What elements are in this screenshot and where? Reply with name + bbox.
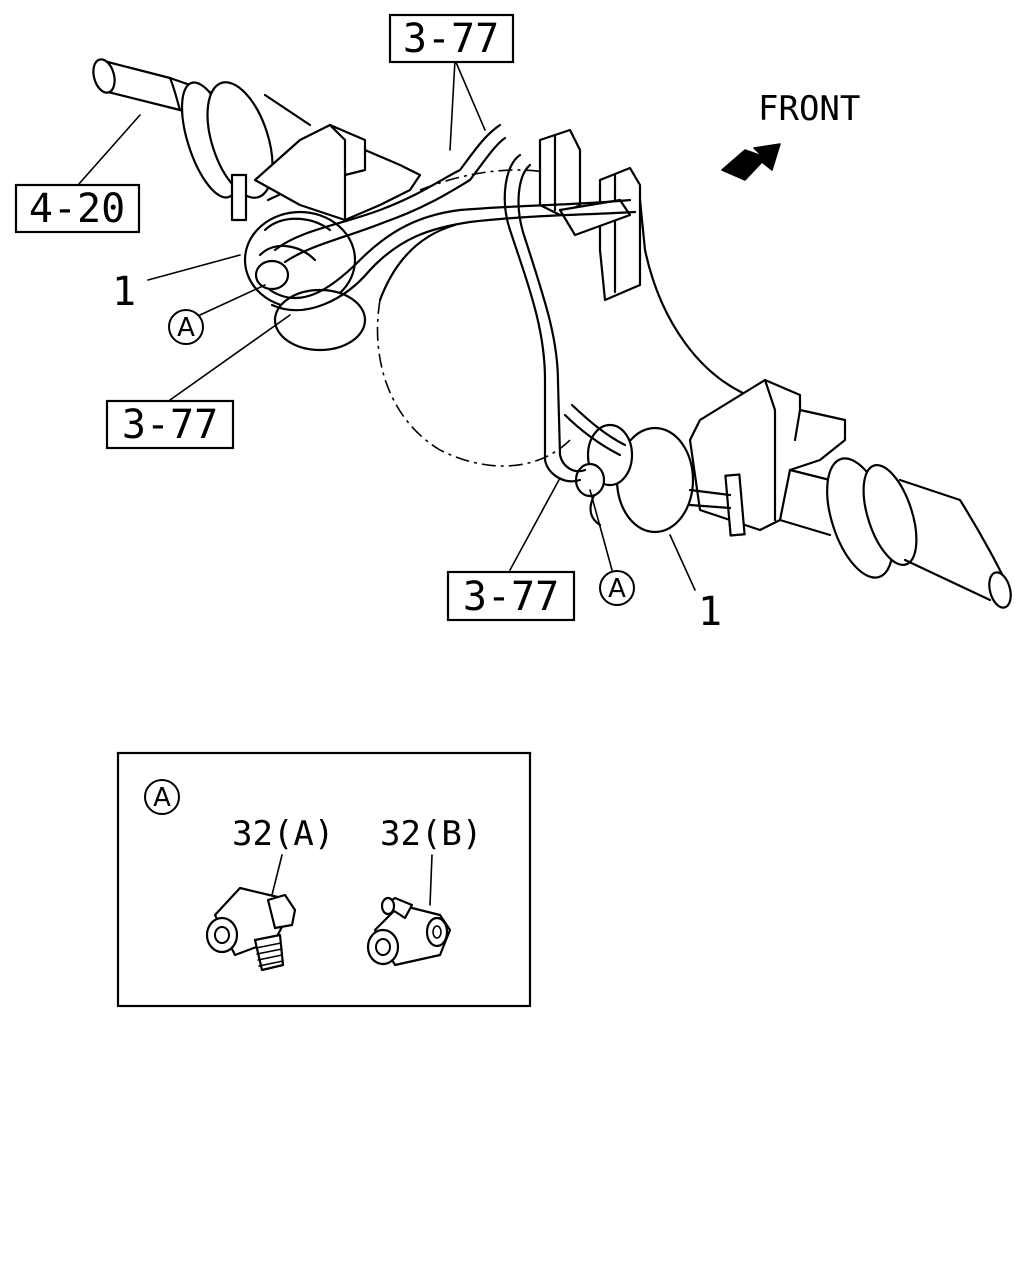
brake-chamber-right [574,423,732,534]
detail-marker-right: A [599,570,635,606]
ref-label-bottom: 3-77 [446,570,576,622]
ref-label-left-mid: 3-77 [105,399,235,450]
front-label: FRONT [758,89,860,129]
ref-label-axle-text: 4-20 [29,186,125,232]
air-hoses [268,123,637,483]
ref-label-top-text: 3-77 [403,16,499,62]
detail-marker-left: A [168,309,204,345]
arrow-northeast-icon [721,143,781,181]
elbow-fitting-32a [205,886,297,972]
ref-label-axle: 4-20 [14,183,141,234]
tee-fitting-32b [366,896,452,967]
detail-marker-left-text: A [177,313,195,343]
part-number-1-left: 1 [112,269,136,315]
axle-housing [92,58,1012,609]
brake-chamber-left [243,210,367,352]
ref-label-top: 3-77 [388,13,515,64]
leader-lines [77,59,696,591]
detail-box-a: A 32(A) 32(B) [116,751,532,1008]
ref-label-bottom-text: 3-77 [463,574,559,620]
detail-marker-right-text: A [608,574,626,604]
part-label-32a: 32(A) [232,814,334,854]
part-label-32b: 32(B) [380,814,482,854]
ref-label-left-mid-text: 3-77 [122,402,218,448]
detail-box-marker: A [153,783,171,813]
part-number-1-right: 1 [698,589,722,635]
